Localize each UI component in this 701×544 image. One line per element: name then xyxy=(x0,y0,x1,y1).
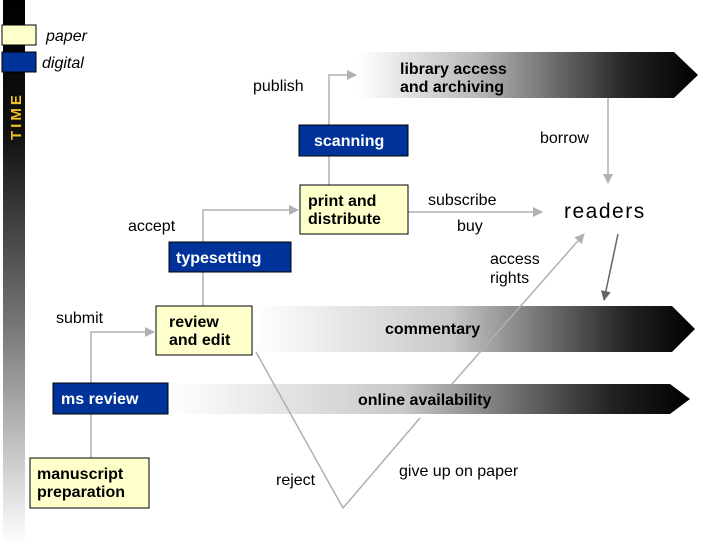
legend-digital-label: digital xyxy=(42,55,84,72)
commentary-band-label: commentary xyxy=(385,321,480,338)
legend-paper-label: paper xyxy=(45,28,88,45)
buy-label: buy xyxy=(457,218,483,235)
publish-label: publish xyxy=(253,78,304,95)
accept-label: accept xyxy=(128,218,176,235)
scanning-box xyxy=(298,124,409,157)
manuscript-preparation-line1: manuscript xyxy=(37,466,124,483)
time-bar xyxy=(3,0,25,544)
scanning-label: scanning xyxy=(314,133,384,150)
arrow-access-rights xyxy=(451,233,585,385)
library-band-line2: and archiving xyxy=(400,79,504,96)
print-distribute-line1: print and xyxy=(308,193,376,210)
access-rights-line1: access xyxy=(490,251,540,268)
access-rights-line2: rights xyxy=(490,270,529,287)
review-edit-line1: review xyxy=(169,314,219,331)
arrow-review-to-print xyxy=(202,205,299,306)
manuscript-preparation-box xyxy=(29,457,150,509)
review-edit-box xyxy=(155,305,253,356)
online-band-label: online availability xyxy=(358,392,491,409)
arrow-readers-to-commentary xyxy=(600,233,619,301)
typesetting-label: typesetting xyxy=(176,250,261,267)
time-label: TIME xyxy=(8,92,25,140)
print-distribute-line2: distribute xyxy=(308,211,381,228)
library-band xyxy=(358,52,698,98)
print-distribute-box xyxy=(299,184,409,235)
legend-digital-swatch xyxy=(1,51,37,73)
library-band-line1: library access xyxy=(400,61,507,78)
legend-paper-swatch xyxy=(1,24,37,46)
subscribe-label: subscribe xyxy=(428,192,497,209)
arrow-reject-path xyxy=(255,351,421,510)
commentary-band xyxy=(252,306,695,352)
online-band xyxy=(168,384,690,414)
arrow-ms-to-review xyxy=(90,327,155,460)
submit-label: submit xyxy=(56,310,104,327)
typesetting-box xyxy=(168,241,292,273)
borrow-label: borrow xyxy=(540,130,589,147)
reject-label: reject xyxy=(276,472,316,489)
give-up-label: give up on paper xyxy=(399,463,519,480)
manuscript-preparation-line2: preparation xyxy=(37,484,125,501)
review-edit-line2: and edit xyxy=(169,332,231,349)
ms-review-label: ms review xyxy=(61,391,139,408)
ms-review-box xyxy=(52,382,169,415)
readers-label: readers xyxy=(564,200,646,223)
